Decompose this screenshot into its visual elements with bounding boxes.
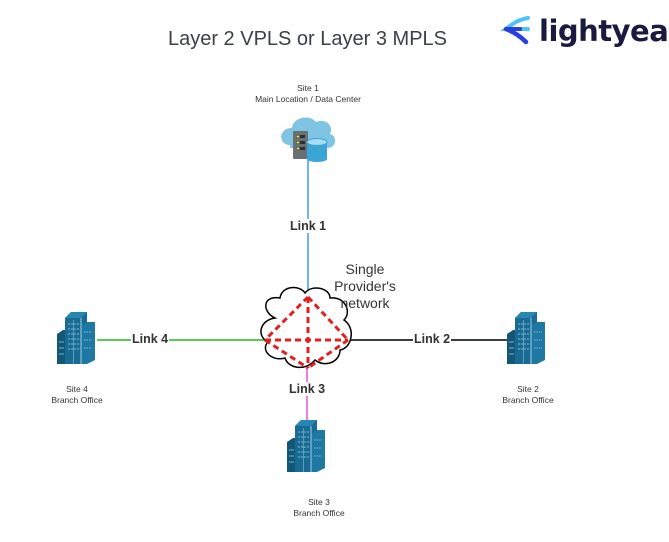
site-1-label: Site 1 Main Location / Data Center [218, 83, 398, 105]
site-2-label: Site 2 Branch Office [486, 384, 570, 406]
site-3-description: Branch Office [293, 508, 345, 518]
link-1-label: Link 1 [289, 219, 328, 233]
provider-label-line-1: Single [345, 261, 385, 277]
lightyear-arrow-icon [500, 16, 530, 45]
site-4-description: Branch Office [51, 395, 103, 405]
site-4-name: Site 4 [66, 384, 88, 394]
provider-label-line-2: Provider's [334, 278, 396, 294]
link-2-label: Link 2 [413, 332, 452, 346]
provider-cloud [260, 286, 352, 369]
diagram-title: Layer 2 VPLS or Layer 3 MPLS [167, 28, 448, 50]
cloud-datacenter-icon [281, 117, 336, 162]
site-2-name: Site 2 [517, 384, 539, 394]
site-3-building-icon [286, 419, 326, 473]
mesh-connections [263, 295, 350, 370]
site-1-name: Site 1 [297, 83, 319, 93]
link-4-label: Link 4 [131, 332, 170, 346]
provider-label-line-3: network [340, 295, 390, 311]
site-4-label: Site 4 Branch Office [35, 384, 119, 406]
link-3-label: Link 3 [288, 382, 327, 396]
provider-network-label: Single Provider's network [322, 261, 408, 312]
site-2-description: Branch Office [502, 395, 554, 405]
site-3-name: Site 3 [308, 497, 330, 507]
site-4-building-icon [56, 311, 96, 365]
site-3-label: Site 3 Branch Office [277, 497, 361, 519]
site-2-building-icon [506, 311, 546, 365]
lightyear-logo: lightyear [503, 14, 669, 48]
logo-text: lightyear [539, 14, 669, 48]
site-1-description: Main Location / Data Center [255, 94, 361, 104]
